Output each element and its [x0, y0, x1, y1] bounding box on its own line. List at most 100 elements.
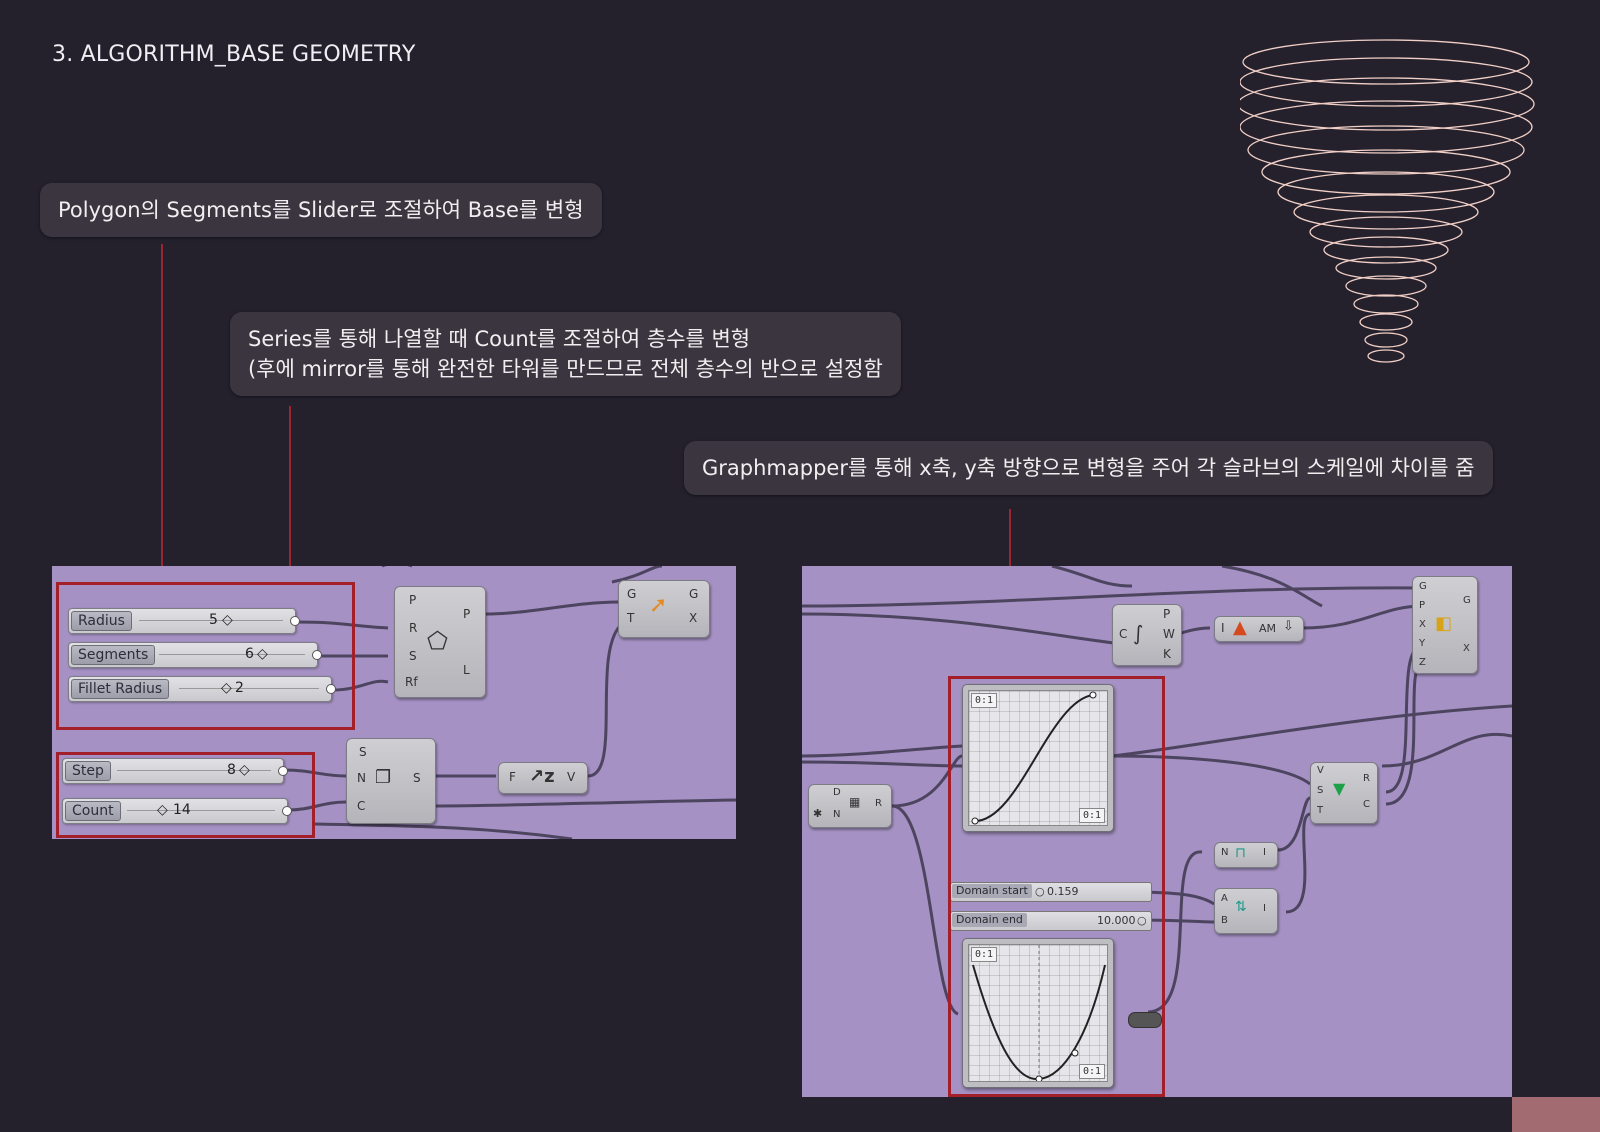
- domain-end-label: Domain end: [952, 913, 1027, 927]
- radius-slider[interactable]: Radius 5 ◇: [68, 608, 300, 634]
- scale-output-geometry[interactable]: G: [1463, 595, 1471, 606]
- unit-z-component[interactable]: F ↗z V: [498, 762, 588, 794]
- annotation-polygon: Polygon의 Segments를 Slider로 조절하여 Base를 변형: [40, 183, 602, 237]
- scale-output-transform[interactable]: X: [1463, 643, 1470, 654]
- move-component[interactable]: G T G X ➚: [618, 580, 710, 638]
- grasshopper-canvas-right[interactable]: C P W K ∫ I ▲ AM ⇩ G P X Y Z G X ◧ D N ✱…: [802, 566, 1512, 1097]
- step-output-port[interactable]: [278, 766, 288, 776]
- segments-slider[interactable]: Segments 6 ◇: [68, 642, 322, 668]
- slider-handle-icon[interactable]: ◇: [222, 612, 233, 628]
- unit-z-input-factor[interactable]: F: [509, 770, 516, 784]
- slider-handle-icon[interactable]: ◇: [257, 646, 268, 662]
- move-output-geometry[interactable]: G: [689, 587, 699, 601]
- wires-left: [283, 566, 736, 839]
- grasshopper-canvas-left[interactable]: Radius 5 ◇ Segments 6 ◇ Fillet Radius ◇ …: [52, 566, 736, 839]
- curve-output-k[interactable]: K: [1163, 647, 1171, 661]
- segments-slider-value: 6: [245, 646, 254, 662]
- step-slider[interactable]: Step 8 ◇: [62, 758, 288, 784]
- curve-output-points[interactable]: P: [1163, 607, 1171, 621]
- bounds-component[interactable]: N ⊓ I: [1214, 842, 1278, 868]
- scale-input-x[interactable]: X: [1419, 619, 1426, 630]
- step-slider-label: Step: [65, 761, 111, 781]
- remap-component[interactable]: V S T ▼ R C: [1310, 762, 1378, 824]
- polygon-input-segments[interactable]: S: [409, 649, 417, 663]
- curve-output-w[interactable]: W: [1163, 627, 1175, 641]
- polygon-input-plane[interactable]: P: [409, 593, 417, 607]
- count-slider-value: 14: [173, 802, 191, 818]
- unit-z-output-vector[interactable]: V: [567, 770, 576, 784]
- remap-output-mapped[interactable]: R: [1363, 773, 1370, 784]
- slider-handle-icon[interactable]: ○: [1035, 885, 1045, 898]
- graph-mapper-top[interactable]: 0:1 0:1: [962, 684, 1114, 832]
- series-input-count[interactable]: C: [357, 799, 366, 813]
- amplitude-icon: ▲: [1233, 617, 1247, 638]
- graph-mapper-top-plot[interactable]: [968, 690, 1108, 826]
- bounds-input[interactable]: N: [1221, 847, 1229, 858]
- move-input-translation[interactable]: T: [627, 611, 635, 625]
- fillet-radius-slider[interactable]: Fillet Radius ◇ 2: [68, 676, 336, 702]
- move-input-geometry[interactable]: G: [627, 587, 637, 601]
- scale-input-z[interactable]: Z: [1419, 657, 1426, 668]
- annotation-polygon-text: Polygon의 Segments를 Slider로 조절하여 Base를 변형: [58, 198, 584, 222]
- divide-curve-component[interactable]: C P W K ∫: [1112, 604, 1182, 666]
- wires-right: [802, 566, 1512, 1016]
- polygon-input-radius[interactable]: R: [409, 621, 418, 635]
- construct-input-b[interactable]: B: [1221, 915, 1228, 926]
- polygon-component[interactable]: P R S Rf P L ⬠: [394, 586, 486, 698]
- count-output-port[interactable]: [282, 806, 292, 816]
- remap-input-source[interactable]: S: [1317, 785, 1324, 796]
- slider-handle-icon[interactable]: ◇: [157, 802, 168, 818]
- curve-input[interactable]: C: [1119, 627, 1128, 641]
- divide-input-domain[interactable]: D: [833, 787, 841, 798]
- graph-output-handle[interactable]: [1128, 1012, 1162, 1028]
- polygon-icon: ⬠: [427, 627, 448, 655]
- graph-bottom-range-tag-2: 0:1: [1078, 1064, 1105, 1079]
- polygon-output-polygon[interactable]: P: [463, 607, 471, 621]
- move-output-transform[interactable]: X: [689, 611, 698, 625]
- construct-domain-component[interactable]: A B ⇅ I: [1214, 888, 1278, 934]
- remap-output-clipped[interactable]: C: [1363, 799, 1370, 810]
- amplitude-input[interactable]: I: [1221, 621, 1225, 635]
- slider-handle-icon[interactable]: ◇: [221, 680, 232, 696]
- graph-mapper-bottom[interactable]: 0:1 0:1: [962, 938, 1114, 1088]
- amplitude-download-icon: ⇩: [1283, 619, 1294, 634]
- annotation-graphmapper: Graphmapper를 통해 x축, y축 방향으로 변형을 주어 각 슬라브…: [684, 441, 1493, 495]
- series-input-start[interactable]: S: [359, 745, 367, 759]
- scale-input-plane[interactable]: P: [1419, 600, 1426, 611]
- remap-input-values[interactable]: V: [1317, 765, 1324, 776]
- scale-nu-component[interactable]: G P X Y Z G X ◧: [1412, 576, 1478, 674]
- series-icon: ❐: [375, 767, 392, 788]
- bounds-output[interactable]: I: [1263, 847, 1266, 858]
- radius-output-port[interactable]: [290, 616, 300, 626]
- count-slider[interactable]: Count ◇ 14: [62, 798, 292, 824]
- domain-end-slider[interactable]: Domain end 10.000 ○: [950, 911, 1152, 931]
- highlight-series-sliders: [56, 752, 315, 838]
- domain-icon: ▦: [849, 795, 861, 809]
- domain-start-slider[interactable]: Domain start ○ 0.159: [950, 882, 1152, 902]
- construct-input-a[interactable]: A: [1221, 893, 1228, 904]
- remap-icon: ▼: [1333, 779, 1346, 798]
- polygon-input-fillet[interactable]: Rf: [405, 675, 418, 689]
- segments-output-port[interactable]: [312, 650, 322, 660]
- slider-handle-icon[interactable]: ○: [1137, 914, 1147, 927]
- fillet-radius-slider-label: Fillet Radius: [71, 679, 170, 699]
- amplitude-label: AM: [1259, 622, 1277, 635]
- annotation-series: Series를 통해 나열할 때 Count를 조절하여 층수를 변형 (후에 …: [230, 312, 901, 396]
- series-component[interactable]: S N C S ❐: [346, 738, 436, 824]
- fillet-output-port[interactable]: [326, 684, 336, 694]
- divide-input-count[interactable]: N: [833, 809, 841, 820]
- amplitude-component[interactable]: I ▲ AM ⇩: [1214, 616, 1304, 642]
- divide-domain-component[interactable]: D N ✱ ▦ R: [808, 784, 892, 828]
- scale-input-y[interactable]: Y: [1419, 638, 1426, 649]
- slider-handle-icon[interactable]: ◇: [239, 762, 250, 778]
- scale-input-geometry[interactable]: G: [1419, 581, 1427, 592]
- scale-icon: ◧: [1435, 613, 1453, 634]
- series-output[interactable]: S: [413, 771, 421, 785]
- divide-output[interactable]: R: [875, 798, 882, 809]
- curve-icon: ∫: [1133, 621, 1144, 645]
- polygon-output-length[interactable]: L: [463, 663, 470, 677]
- series-input-step[interactable]: N: [357, 771, 366, 785]
- remap-input-target[interactable]: T: [1317, 805, 1324, 816]
- graph-mapper-bottom-plot[interactable]: [968, 944, 1108, 1082]
- construct-output[interactable]: I: [1263, 903, 1266, 914]
